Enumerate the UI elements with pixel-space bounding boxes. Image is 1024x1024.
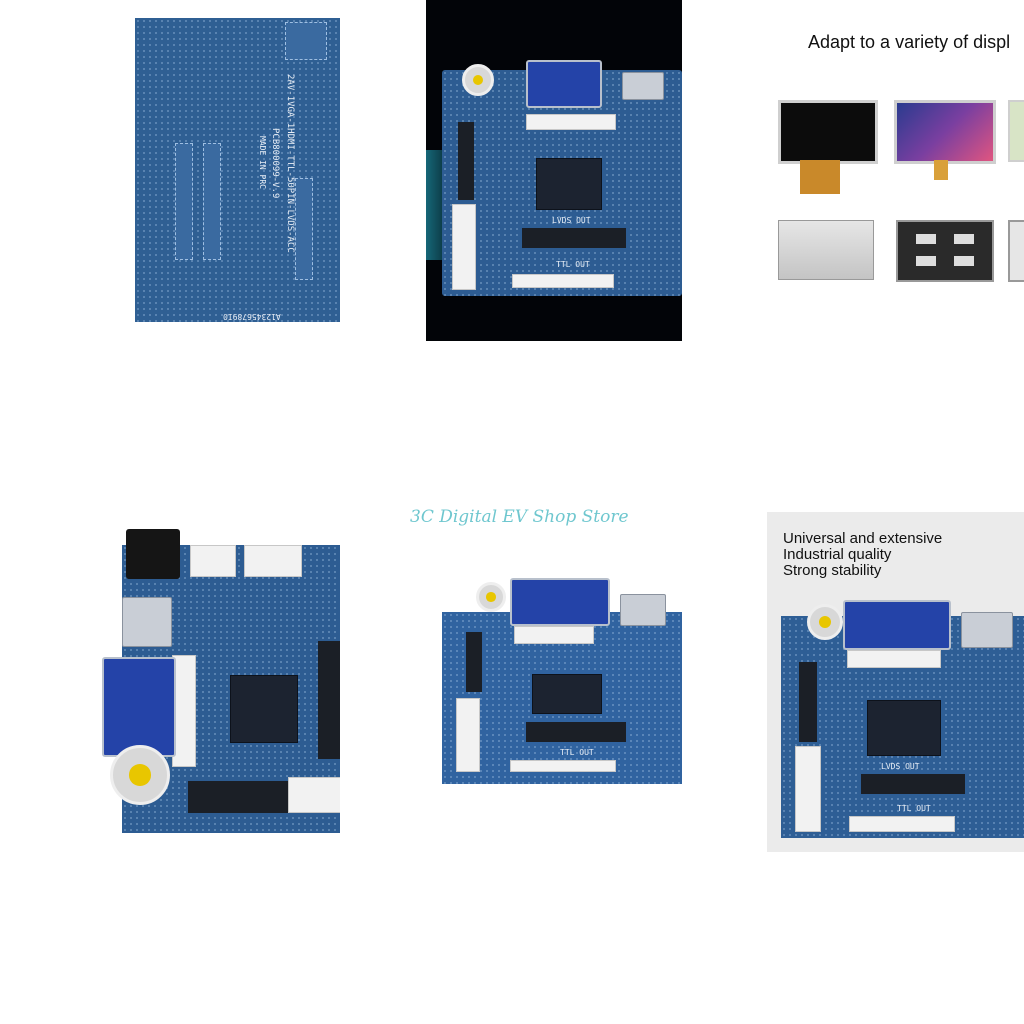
hdmi-port bbox=[961, 612, 1013, 648]
pin-header-bottom bbox=[188, 781, 288, 813]
display-headline: Adapt to a variety of displ bbox=[808, 32, 1011, 52]
vga-connector bbox=[843, 600, 951, 650]
rca-jack bbox=[110, 745, 170, 805]
solder-pads-top bbox=[285, 22, 327, 60]
board-serial-text: A123456789I0 bbox=[223, 312, 281, 321]
lcd-panel-picture-cable bbox=[934, 160, 948, 180]
ttl-out-label: TTL OUT bbox=[897, 804, 931, 813]
ttl-out-label: TTL OUT bbox=[560, 748, 594, 757]
pcb-board: LVDS OUT TTL OUT bbox=[442, 60, 682, 296]
ttl-ffc-connector bbox=[849, 816, 955, 832]
bottom-connector bbox=[288, 777, 340, 813]
pin-header-right bbox=[318, 641, 340, 759]
pcb-front-small-photo: TTL OUT bbox=[440, 578, 682, 788]
feature-line-industrial: Industrial quality bbox=[783, 546, 892, 563]
white-connector bbox=[847, 650, 941, 668]
hdmi-port bbox=[622, 72, 664, 100]
vga-connector bbox=[526, 60, 602, 108]
rca-jack bbox=[462, 64, 494, 96]
lcd-flex-cable bbox=[800, 160, 840, 194]
pin-header-right bbox=[295, 178, 313, 280]
dc-power-jack bbox=[126, 529, 180, 579]
pcb-board: LVDS OUT TTL OUT bbox=[781, 616, 1024, 838]
pin-header-left bbox=[175, 143, 193, 260]
board-model-text: 2AV-1VGA-1HDMI-TTL-50PIN-LVDS-ACC bbox=[285, 74, 295, 253]
top-connector-a bbox=[190, 545, 236, 577]
ttl-out-label: TTL OUT bbox=[556, 260, 590, 269]
lcd-panel-dark-back bbox=[896, 220, 994, 282]
side-header bbox=[799, 662, 817, 742]
store-watermark: 3C Digital EV Shop Store bbox=[410, 507, 629, 527]
ttl-ffc-connector bbox=[512, 274, 614, 288]
ffc-connector-left bbox=[452, 204, 476, 290]
feature-line-universal: Universal and extensive bbox=[783, 530, 943, 547]
board-pcb-text: PCB800099-V.9 bbox=[270, 128, 280, 199]
lvds-header bbox=[526, 722, 626, 742]
side-header bbox=[466, 632, 482, 692]
pcb-board: TTL OUT bbox=[442, 612, 682, 784]
pcb-angled-photo bbox=[100, 525, 340, 835]
lvds-header bbox=[861, 774, 965, 794]
vga-connector bbox=[102, 657, 176, 757]
lcd-panel-picture bbox=[894, 100, 996, 164]
feature-line-stability: Strong stability bbox=[783, 562, 882, 579]
ttl-ffc-connector bbox=[510, 760, 616, 772]
vga-connector bbox=[510, 578, 610, 626]
top-connector-b bbox=[244, 545, 302, 577]
rca-jack bbox=[476, 582, 506, 612]
main-chip bbox=[536, 158, 602, 210]
lcd-panel-edge-bottom bbox=[1008, 220, 1024, 282]
ffc-connector-left bbox=[795, 746, 821, 832]
lcd-panel-silver bbox=[778, 220, 874, 280]
features-tile: Universal and extensive Industrial quali… bbox=[767, 512, 1024, 852]
white-connector bbox=[514, 626, 594, 644]
lcd-panel-edge-top bbox=[1008, 100, 1024, 162]
board-made-text: MADE IN PRC bbox=[258, 136, 267, 189]
hdmi-port bbox=[122, 597, 172, 647]
pcb-front-dark-photo: LVDS OUT TTL OUT bbox=[426, 0, 682, 341]
main-chip bbox=[532, 674, 602, 714]
white-connector bbox=[526, 114, 616, 130]
pcb-back-photo: 2AV-1VGA-1HDMI-TTL-50PIN-LVDS-ACC PCB800… bbox=[135, 18, 340, 322]
lvds-out-label: LVDS OUT bbox=[881, 762, 920, 771]
pin-header-mid bbox=[203, 143, 221, 260]
ffc-connector-left bbox=[456, 698, 480, 772]
display-compatibility-tile: Adapt to a variety of displ bbox=[768, 0, 1024, 341]
side-header bbox=[458, 122, 474, 200]
lvds-out-label: LVDS OUT bbox=[552, 216, 591, 225]
main-chip bbox=[867, 700, 941, 756]
hdmi-port bbox=[620, 594, 666, 626]
lcd-panel-black bbox=[778, 100, 878, 164]
rca-jack bbox=[807, 604, 843, 640]
main-chip bbox=[230, 675, 298, 743]
lvds-header bbox=[522, 228, 626, 248]
